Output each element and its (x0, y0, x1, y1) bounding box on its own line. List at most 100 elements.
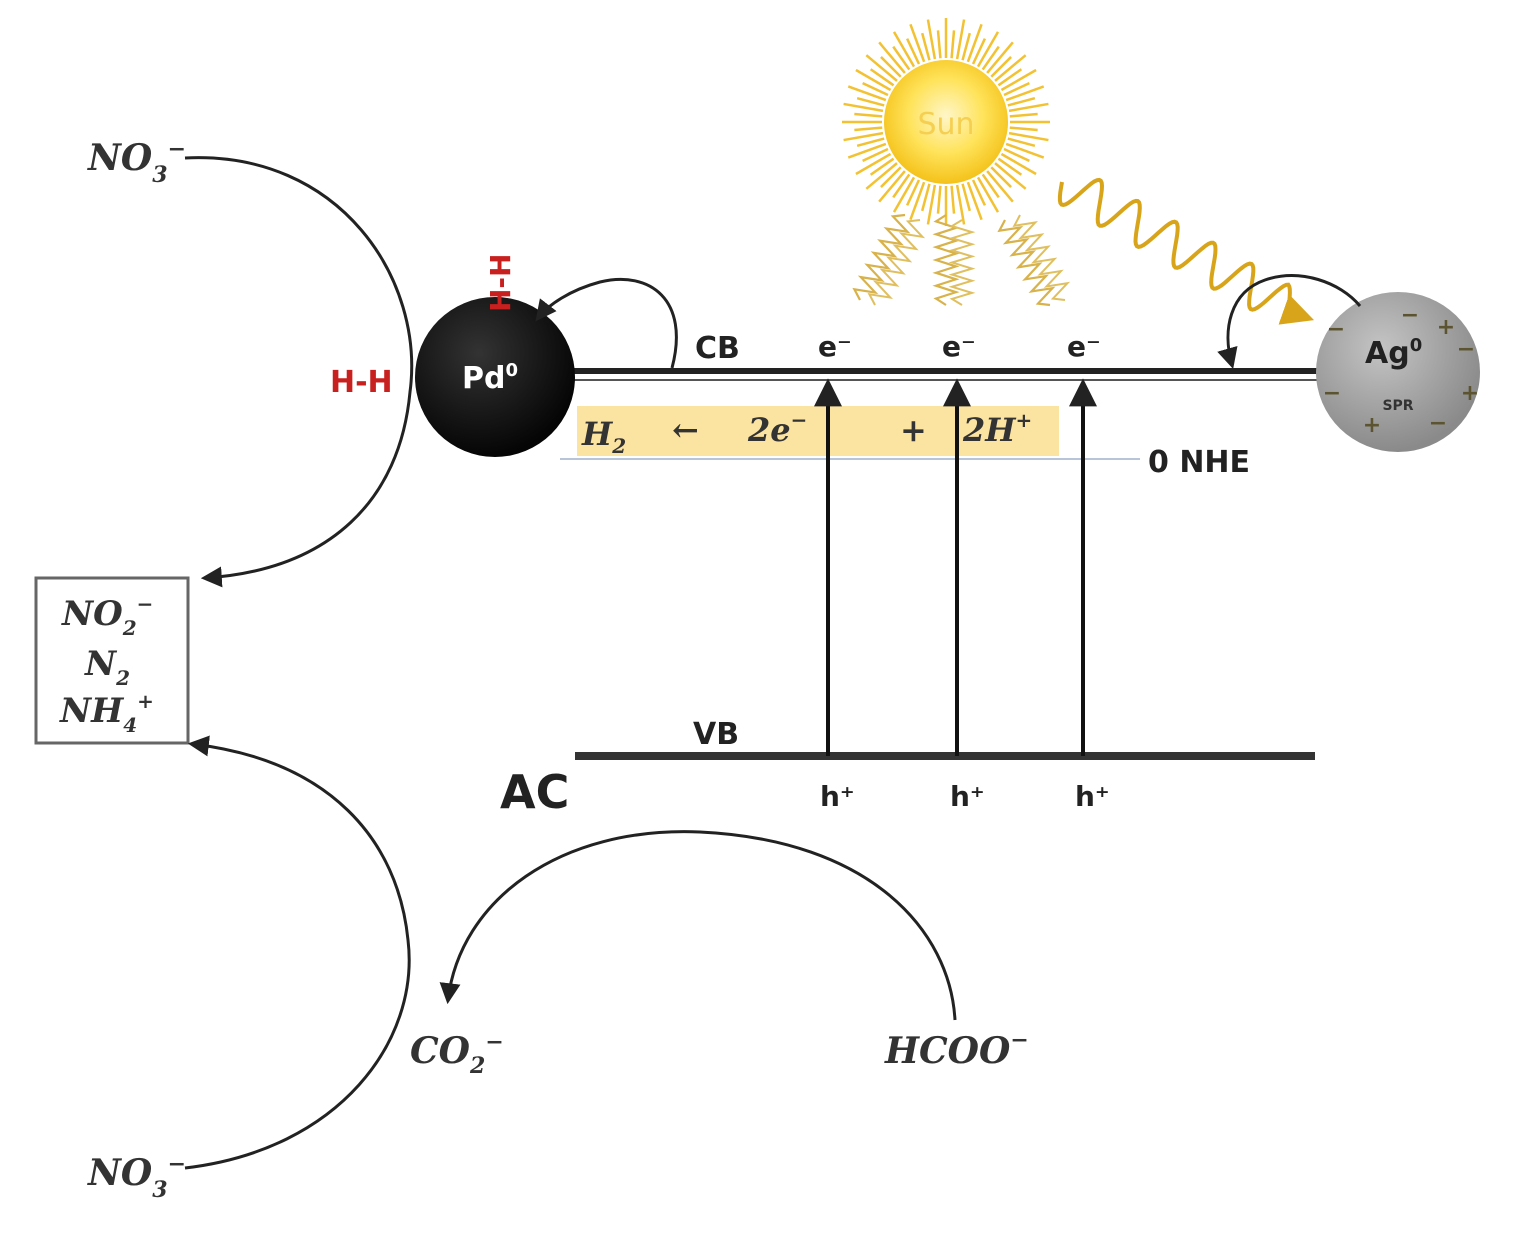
reaction-highlight (577, 406, 1059, 456)
ag-nanoparticle: Ag0 SPR −+−+−+−− (1316, 292, 1480, 452)
sun: Sun (842, 18, 1050, 226)
negative-charge: − (1457, 337, 1475, 362)
sun-ray (892, 31, 916, 68)
negative-charge: − (1323, 381, 1341, 406)
sun-ray (986, 41, 1014, 74)
nitrate-bottom: NO3− (87, 1151, 186, 1203)
sun-ray (1000, 68, 1037, 92)
sun-ray (955, 19, 966, 60)
sun-ray (878, 170, 906, 203)
sun-ray (909, 23, 926, 63)
sun-ray (1000, 152, 1037, 176)
surface-charges: −+−+−+−− (1323, 303, 1479, 438)
pd-label: Pd0 (462, 360, 518, 396)
sun-ray (892, 173, 911, 199)
sun-ray (1005, 85, 1045, 102)
excitation-1: e⁻ h⁺ (814, 330, 855, 813)
sun-ray (936, 30, 942, 59)
hh-top-label: H-H (484, 254, 517, 313)
light-wave-to-ag (1057, 177, 1315, 325)
nhe-label: 0 NHE (1148, 445, 1250, 480)
sun-ray (990, 166, 1012, 188)
co2-radical-label: CO2− (410, 1029, 504, 1079)
spr-label: SPR (1382, 398, 1413, 414)
negative-charge: − (1429, 411, 1447, 436)
hole-label: h⁺ (820, 780, 855, 813)
h2-evolution-reaction: H2 ← 2e− + 2H+ (581, 408, 1032, 458)
protons-term: 2H+ (962, 408, 1032, 449)
excitation-2: e⁻ h⁺ (942, 330, 985, 813)
sun-ray (961, 32, 972, 61)
ag-sphere (1316, 292, 1480, 452)
sun-ray (961, 183, 972, 212)
sun-ray (920, 32, 931, 61)
sun-ray (971, 179, 987, 206)
formate-to-co2-arc (439, 830, 957, 1021)
sun-rays (842, 18, 1050, 226)
electron-label: e⁻ (942, 330, 976, 363)
sun-ray (847, 85, 887, 102)
sun-ray (926, 19, 937, 60)
sun-ray (905, 38, 921, 65)
light-ray-3 (997, 214, 1071, 307)
nitrate-top-to-pd-arc (184, 156, 414, 588)
nitrate-top: NO3− (87, 136, 186, 188)
product-nitrite: NO2− (61, 592, 153, 640)
sun-ray (950, 30, 956, 59)
sun-ray (955, 184, 966, 225)
sun-ray (976, 31, 1000, 68)
sun-core (884, 60, 1008, 184)
sun-ray (865, 162, 898, 190)
positive-charge: + (1461, 381, 1479, 406)
sun-ray (1008, 131, 1049, 142)
sun-ray (1003, 81, 1030, 97)
sun-ray (878, 41, 906, 74)
light-ray-1 (852, 213, 926, 306)
sun-ray (905, 179, 921, 206)
sun-ray (936, 185, 942, 214)
sun-ray (892, 176, 916, 213)
electron-transfer-from-ag (1217, 274, 1362, 370)
sun-ray (1007, 137, 1036, 148)
electron-label: e⁻ (1067, 330, 1101, 363)
sun-ray (1009, 126, 1038, 132)
sun-ray (855, 68, 892, 92)
sun-ray (880, 56, 902, 78)
sun-ray (856, 96, 885, 107)
sun-ray (862, 81, 889, 97)
sun-ray (855, 152, 892, 176)
sun-ray (869, 68, 895, 87)
electrons-term: 2e− (747, 408, 807, 449)
nitrate-bottom-to-products-arc (184, 735, 411, 1170)
products-box (34, 576, 190, 745)
sun-ray (843, 102, 884, 113)
reaction-arrow: ← (672, 411, 699, 449)
sun-ray (990, 56, 1012, 78)
hh-left-label: H-H (330, 365, 393, 400)
sun-ray (1005, 142, 1045, 159)
electron-label: e⁻ (818, 330, 852, 363)
sun-ray (854, 126, 883, 132)
sun-ray (1009, 112, 1038, 118)
sun-ray (862, 147, 889, 163)
sun-ray (997, 157, 1023, 176)
excitation-3: e⁻ h⁺ (1067, 330, 1110, 813)
sun-ray (994, 54, 1027, 82)
sun-ray (981, 45, 1000, 71)
negative-charge: − (1401, 303, 1419, 328)
light-ray-2 (932, 214, 976, 306)
h2-product: H2 (581, 415, 626, 458)
sun-ray (950, 185, 956, 214)
ac-label: AC (500, 765, 569, 819)
sun-ray (854, 112, 883, 118)
sun-ray (880, 166, 902, 188)
sun-ray (856, 137, 885, 148)
positive-charge: + (1437, 315, 1455, 340)
sun-ray (869, 157, 895, 176)
sun-ray (994, 162, 1027, 190)
sun-ray (843, 131, 884, 142)
sun-ray (920, 183, 931, 212)
sun-ray (981, 173, 1000, 199)
sun-ray (1003, 147, 1030, 163)
